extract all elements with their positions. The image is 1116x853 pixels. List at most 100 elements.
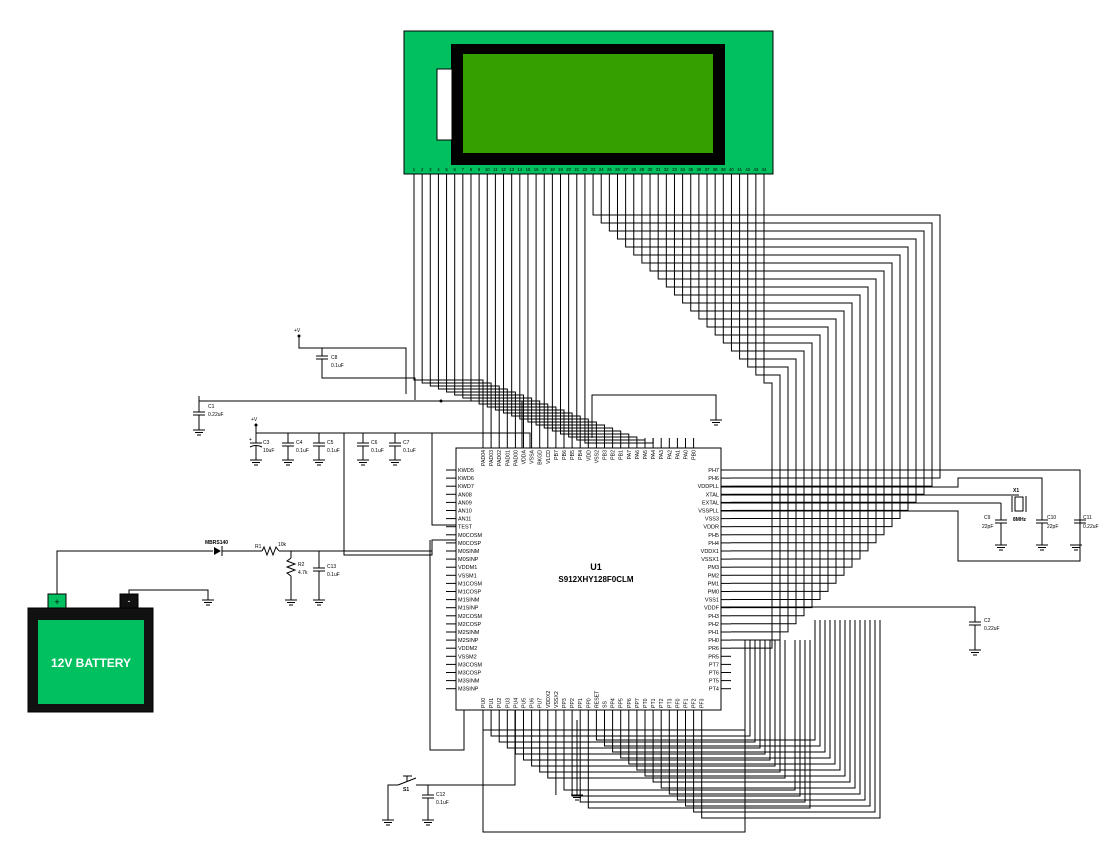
lcd-pin-label: 40	[729, 167, 734, 172]
mcu-top-pin-label: PA2	[667, 450, 673, 460]
mcu-left-pin-label: M0SINM	[458, 549, 480, 555]
d1-ref: MBRS140	[205, 540, 228, 546]
lcd-pin-label: 24	[599, 167, 604, 172]
bottom-bus-wire	[660, 620, 856, 789]
power-section: +V C8 0.1uF C1 0.22uF +V + C3 10uF	[193, 328, 531, 556]
battery-minus-label: -	[128, 596, 131, 606]
lcd-pin-label: 16	[534, 167, 539, 172]
mcu-bottom-pin-label: PF1	[684, 698, 690, 708]
mcu-bottom-pin-label: PU2	[497, 698, 503, 708]
mcu-top-pin-label: PA4	[651, 450, 657, 460]
ground-icon	[250, 459, 262, 466]
mcu-top-pin-label: PA1	[675, 450, 681, 460]
mcu-top-pin-label: PA6	[635, 450, 641, 460]
bottom-bus-wire	[547, 640, 786, 779]
ground-icon	[382, 819, 394, 826]
ground-icon	[422, 819, 434, 826]
lcd-pin-label: 43	[753, 167, 758, 172]
mcu-left-pin-label: M1COSP	[458, 590, 482, 596]
mcu-right-pin-label: VSSX1	[701, 557, 719, 563]
mcu-right-pin-label: PT4	[709, 687, 719, 693]
lcd-pin-label: 41	[737, 167, 742, 172]
lcd-pin-label: 9	[478, 167, 481, 172]
mcu-bottom-pin-label: PT0	[643, 698, 649, 708]
lcd-connector-tab	[436, 68, 453, 141]
lcd-glass	[463, 54, 713, 153]
c6-value: 0.1uF	[371, 448, 384, 454]
c8-ref: C8	[331, 355, 338, 361]
lcd-pin-label: 6	[454, 167, 457, 172]
mcu-right-pin-label: PM1	[708, 581, 719, 587]
c5-value: 0.1uF	[327, 448, 340, 454]
lcd-pin-label: 39	[721, 167, 726, 172]
mcu-right-pin-label: PH0	[708, 638, 719, 644]
mcu-top-pin-label: PB4	[578, 450, 584, 460]
lcd-bus-wire	[560, 174, 630, 438]
bottom-bus-wire	[579, 640, 806, 803]
lcd-pin-label: 35	[688, 167, 693, 172]
mcu-top-pin-label: VLCD	[546, 450, 552, 464]
lcd-bus-wire	[649, 174, 885, 536]
mcu-right-pin-label: PH3	[708, 614, 719, 620]
x1-crystal	[1014, 496, 1024, 512]
lcd-pin-label: 26	[615, 167, 620, 172]
c4-ref: C4	[296, 440, 303, 446]
bottom-bus-wire	[498, 640, 756, 743]
lcd-pin-label: 36	[696, 167, 701, 172]
mcu-left-pin-label: M1SINP	[458, 606, 479, 612]
lcd-bus-wire	[413, 174, 484, 438]
c11-value: 0.22uF	[1083, 524, 1099, 530]
lcd-pin-label: 4	[437, 167, 440, 172]
lcd-pin-label: 31	[656, 167, 661, 172]
lcd-bus-wires	[413, 174, 941, 649]
lcd-bus-wire	[568, 174, 638, 438]
mcu-bottom-pin-label: PP0	[586, 698, 592, 708]
lcd-pin-label: 25	[607, 167, 612, 172]
lcd-pin-label: 28	[631, 167, 636, 172]
lcd-bus-wire	[535, 174, 605, 438]
battery-label: 12V BATTERY	[51, 656, 131, 670]
mcu-left-pins: KWD5KWD6KWD7AN08AN09AN10AN11TESTM0COSMM0…	[446, 468, 483, 693]
mcu-top-pin-label: VSS2	[594, 450, 600, 463]
mcu-bottom-pin-label: PU4	[513, 698, 519, 708]
ground-icon	[1036, 544, 1048, 551]
ground-icon	[282, 459, 294, 466]
mcu-left-pin-label: M0COSP	[458, 541, 482, 547]
bottom-bus-wire	[636, 620, 841, 771]
bottom-bus-wire	[628, 620, 836, 765]
vplus-label-mid: +V	[251, 417, 258, 423]
mcu-left-pin-label: VSSM1	[458, 573, 477, 579]
mcu-left-pin-label: KWD5	[458, 468, 474, 474]
mcu-left-pin-label: M3COSP	[458, 671, 482, 677]
ground-icon	[285, 599, 297, 606]
mcu-top-pin-label: PB7	[554, 450, 560, 460]
lcd-pin-label: 12	[501, 167, 506, 172]
c6-ref: C6	[371, 440, 378, 446]
mcu-right-pin-label: PH5	[708, 533, 719, 539]
lcd-bus-wire	[527, 174, 597, 438]
mcu-bottom-pin-label: RESET	[594, 690, 600, 708]
mcu-part: S912XHY128F0CLM	[558, 575, 633, 584]
mcu-left-pin-label: VDDM1	[458, 565, 477, 571]
lcd-pin-label: 10	[485, 167, 490, 172]
mcu-bottom-pin-label: PU6	[530, 698, 536, 708]
lcd-bus-wire	[673, 174, 861, 560]
mcu-bottom-pin-label: PF3	[700, 698, 706, 708]
c1-value: 0.22uF	[208, 412, 224, 418]
mcu-right-pin-label: PH4	[708, 541, 719, 547]
ground-icon	[995, 544, 1007, 551]
mcu-bottom-pin-label: PP5	[619, 698, 625, 708]
lcd-pin-label: 23	[591, 167, 596, 172]
mcu-right-pin-label: PT7	[709, 662, 719, 668]
mcu-left-pin-label: AN10	[458, 509, 472, 515]
lcd-pin-label: 11	[493, 167, 498, 172]
lcd-bus-wire	[641, 174, 893, 528]
mcu-bottom-pin-label: PP2	[570, 698, 576, 708]
lcd-bus-wire	[576, 174, 646, 441]
bottom-bus-wire	[685, 620, 871, 807]
mcu-top-pin-label: PAD03	[489, 450, 495, 466]
mcu-right-pin-label: PR6	[708, 646, 719, 652]
mcu-right-pin-label: PH1	[708, 630, 719, 636]
mcu-left-pin-label: M0SINP	[458, 557, 479, 563]
